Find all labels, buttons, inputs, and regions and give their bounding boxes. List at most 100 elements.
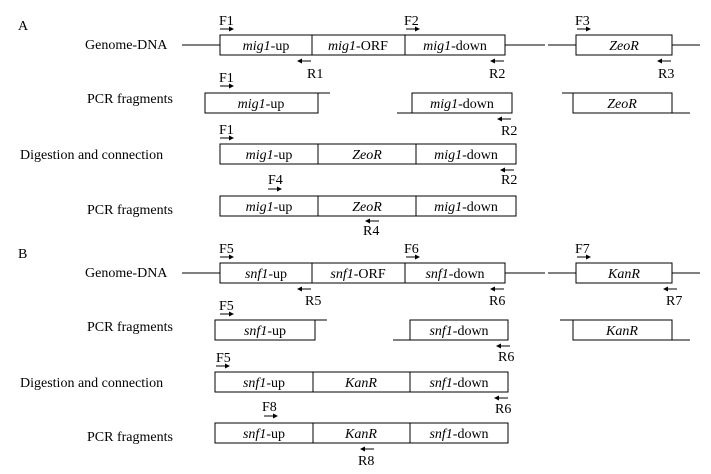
segment-label: snf1-up	[243, 376, 285, 391]
segment-box	[204, 92, 319, 114]
forward-arrow	[406, 254, 420, 260]
primer-label: R1	[307, 67, 323, 82]
segment-label: ZeoR	[352, 200, 382, 215]
reverse-arrow	[494, 395, 508, 401]
segment-box	[409, 371, 509, 393]
row-label: Digestion and connection	[20, 376, 163, 391]
segment-label: mig1-down	[434, 148, 498, 163]
reverse-arrow	[365, 218, 379, 224]
segment-box	[415, 143, 517, 165]
primer-label: F3	[575, 14, 590, 29]
primer-label: F5	[219, 299, 234, 314]
row-digestion-connection-b: Digestion and connection snf1-up KanR sn…	[20, 351, 511, 417]
segment-label: snf1-up	[243, 427, 285, 442]
segment-box	[404, 34, 506, 56]
panel-label-a: A	[18, 19, 29, 34]
primer-label: F1	[219, 123, 234, 138]
forward-arrow	[220, 26, 234, 32]
row-pcr-product-a: PCR fragments mig1-up ZeoR mig1-down F4 …	[87, 173, 517, 239]
row-pcr-product-b: PCR fragments snf1-up KanR snf1-down F8 …	[87, 400, 509, 469]
segment-label: mig1-up	[243, 39, 290, 54]
marker-box	[572, 92, 673, 114]
forward-arrow	[220, 135, 234, 141]
forward-arrow	[577, 254, 591, 260]
row-label: Digestion and connection	[20, 148, 163, 163]
primer-label: R6	[495, 402, 511, 417]
reverse-arrow	[297, 58, 311, 64]
marker-label: ZeoR	[609, 39, 639, 54]
primer-label: R7	[666, 294, 682, 309]
reverse-arrow	[490, 58, 504, 64]
primer-label: F5	[219, 242, 234, 257]
forward-arrow	[220, 83, 234, 89]
segment-label: snf1-down	[429, 376, 488, 391]
forward-arrow	[577, 26, 591, 32]
row-pcr-fragments-b: PCR fragments snf1-up snf1-down KanR F5 …	[87, 299, 690, 365]
segment-label: ZeoR	[352, 148, 382, 163]
row-label: Genome-DNA	[85, 266, 168, 281]
panel-label-b: B	[18, 247, 27, 262]
segment-label: mig1-down	[434, 200, 498, 215]
primer-label: F2	[404, 14, 419, 29]
primer-label: R8	[358, 454, 374, 469]
primer-label: R4	[363, 224, 379, 239]
primer-label: F1	[219, 14, 234, 29]
reverse-arrow	[490, 286, 504, 292]
row-genome-dna-b: Genome-DNA snf1-up snf1-ORF snf1-down Ka…	[85, 242, 700, 309]
forward-arrow	[220, 311, 234, 317]
row-label: PCR fragments	[87, 92, 173, 107]
segment-label: KanR	[605, 324, 638, 339]
marker-box	[575, 262, 673, 284]
segment-label: snf1-up	[244, 324, 286, 339]
reverse-arrow	[360, 446, 374, 452]
primer-label: R2	[489, 67, 505, 82]
forward-arrow	[406, 26, 420, 32]
primer-label: R3	[658, 67, 674, 82]
primer-label: R5	[305, 294, 321, 309]
marker-box	[575, 34, 673, 56]
primer-label: F8	[262, 400, 277, 415]
segment-label: mig1-up	[246, 148, 293, 163]
segment-label: mig1-ORF	[328, 39, 388, 54]
primer-label: F7	[575, 242, 590, 257]
primer-label: F6	[404, 242, 419, 257]
segment-box	[409, 422, 509, 444]
segment-box	[409, 319, 509, 341]
segment-label: ZeoR	[607, 97, 637, 112]
marker-label: KanR	[607, 267, 640, 282]
primer-label: F5	[216, 351, 231, 366]
primer-label: R2	[501, 124, 517, 139]
forward-arrow	[220, 254, 234, 260]
segment-label: snf1-down	[425, 267, 484, 282]
row-label: PCR fragments	[87, 320, 173, 335]
reverse-arrow	[663, 286, 677, 292]
segment-box	[214, 319, 316, 341]
segment-label: snf1-down	[429, 324, 488, 339]
row-label: Genome-DNA	[85, 38, 168, 53]
segment-label: KanR	[344, 427, 377, 442]
segment-label: snf1-up	[245, 267, 287, 282]
segment-label: mig1-down	[423, 39, 487, 54]
forward-arrow	[264, 413, 278, 419]
forward-arrow	[216, 363, 230, 369]
primer-label: R2	[501, 173, 517, 188]
segment-label: snf1-ORF	[330, 267, 385, 282]
row-genome-dna-a: Genome-DNA mig1-up mig1-ORF mig1-down Ze…	[85, 14, 700, 82]
reverse-arrow	[297, 286, 311, 292]
primer-label: F4	[268, 173, 283, 188]
panel-a: A Genome-DNA mig1-up mig1-ORF mig1-down …	[18, 14, 700, 239]
reverse-arrow	[500, 167, 514, 173]
segment-box	[404, 262, 506, 284]
segment-box	[411, 92, 513, 114]
segment-label: mig1-up	[246, 200, 293, 215]
segment-label: mig1-down	[430, 97, 494, 112]
reverse-arrow	[496, 343, 510, 349]
row-label: PCR fragments	[87, 430, 173, 445]
marker-box	[572, 319, 673, 341]
segment-label: snf1-down	[429, 427, 488, 442]
row-digestion-connection-a: Digestion and connection mig1-up ZeoR mi…	[20, 123, 517, 188]
segment-label: mig1-up	[238, 97, 285, 112]
forward-arrow	[268, 186, 282, 192]
